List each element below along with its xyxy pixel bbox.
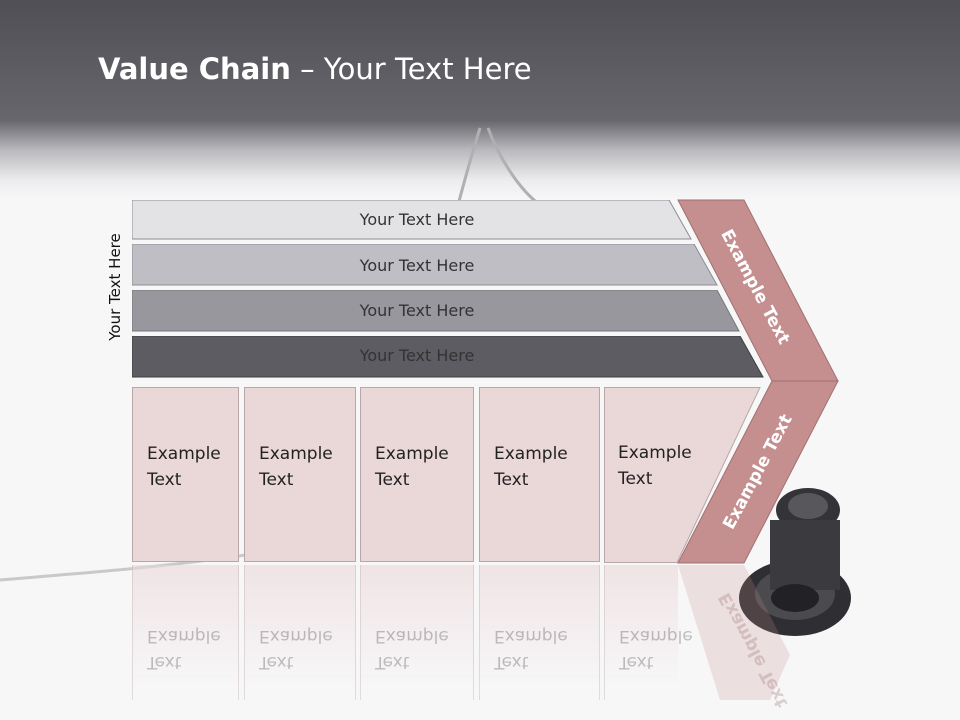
bar-3-shape: [132, 290, 740, 332]
bar-1-label: Your Text Here: [359, 210, 475, 229]
box-1-line2: Text: [147, 470, 182, 490]
box-2-reflection-line2: Text: [259, 652, 294, 672]
bar-2-label: Your Text Here: [359, 256, 475, 275]
bar-1: Your Text Here: [132, 200, 692, 240]
box-3-reflection-line1: Example: [375, 626, 449, 646]
box-3-reflection-line2: Text: [375, 652, 410, 672]
title-bold: Value Chain: [98, 52, 291, 86]
chevron-reflection: [678, 565, 790, 700]
box-4-reflection-line1: Example: [494, 626, 568, 646]
box-1-reflection-line1: Example: [147, 626, 221, 646]
box-1-reflection-line2: Text: [147, 652, 182, 672]
box-2-line1: Example: [259, 444, 333, 464]
bar-1-shape: [132, 200, 692, 240]
bar-3: Your Text Here: [132, 290, 740, 332]
box-5-reflection-line1: Example: [619, 626, 693, 646]
bar-3-fill: [132, 290, 740, 332]
slide-title: Value Chain – Your Text Here: [98, 52, 532, 86]
bar-4-shape: [132, 336, 764, 378]
box-1-reflection: Text Example: [132, 565, 239, 700]
bar-2-shape: [132, 244, 718, 286]
box-5-reflection: Text Example: [604, 565, 693, 700]
bar-2: Your Text Here: [132, 244, 718, 286]
box-5-reflection-line2: Text: [619, 652, 654, 672]
bar-4-fill: [132, 336, 764, 378]
box-5-line1: Example: [618, 443, 692, 463]
box-4-reflection-line2: Text: [494, 652, 529, 672]
title-band: [0, 0, 960, 200]
box-4-line1: Example: [494, 444, 568, 464]
box-1-line1: Example: [147, 444, 221, 464]
box-4-reflection: Text Example: [479, 565, 600, 700]
box-3-line1: Example: [375, 444, 449, 464]
box-4-line2: Text: [494, 470, 529, 490]
box-3-line2: Text: [375, 470, 410, 490]
box-5-line2: Text: [618, 469, 653, 489]
box-2-reflection: Text Example: [244, 565, 356, 700]
title-rest: – Your Text Here: [290, 52, 532, 86]
box-3-reflection: Text Example: [360, 565, 474, 700]
bar-1-fill: [132, 200, 692, 240]
box-5-shape: [604, 387, 761, 563]
bar-3-label: Your Text Here: [359, 301, 475, 320]
box-2-line2: Text: [259, 470, 294, 490]
box-2-reflection-line1: Example: [259, 626, 333, 646]
bar-2-fill: [132, 244, 718, 286]
bar-4-label: Your Text Here: [359, 346, 475, 365]
chevron-lower: [677, 380, 839, 564]
bar-4: Your Text Here: [132, 336, 764, 378]
